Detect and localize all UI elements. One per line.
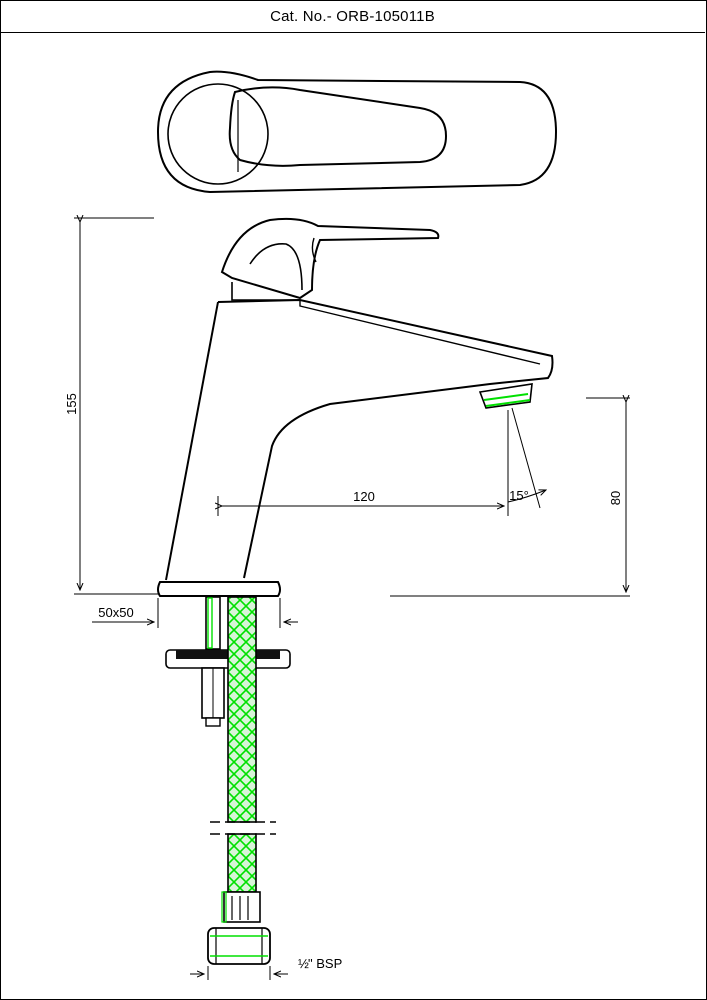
dimension-lines bbox=[74, 218, 630, 980]
dim-connection: " BSP bbox=[308, 956, 342, 971]
hose-nut bbox=[207, 927, 271, 965]
faucet-body-back bbox=[165, 301, 219, 581]
top-view-body-circle bbox=[167, 83, 269, 185]
faucet-body bbox=[217, 298, 554, 579]
catalog-number: Cat. No.- ORB-105011B bbox=[270, 7, 435, 25]
dim-spout-reach: 120 bbox=[353, 489, 375, 504]
side-view bbox=[157, 217, 554, 597]
title-bar: Cat. No.- ORB-105011B bbox=[0, 0, 705, 33]
base-plate bbox=[157, 581, 281, 597]
top-view bbox=[156, 70, 558, 194]
top-view-outline bbox=[156, 70, 558, 194]
lever-handle bbox=[220, 217, 440, 300]
flexible-hose bbox=[207, 596, 276, 965]
dim-spout-height: 80 bbox=[608, 491, 623, 505]
dim-spout-angle: 15° bbox=[509, 488, 529, 503]
dim-base-size: 50x50 bbox=[98, 605, 133, 620]
dim-connection-fraction: ½ bbox=[298, 956, 309, 971]
dim-height-total: 155 bbox=[64, 393, 79, 415]
top-view-lever bbox=[228, 86, 448, 167]
